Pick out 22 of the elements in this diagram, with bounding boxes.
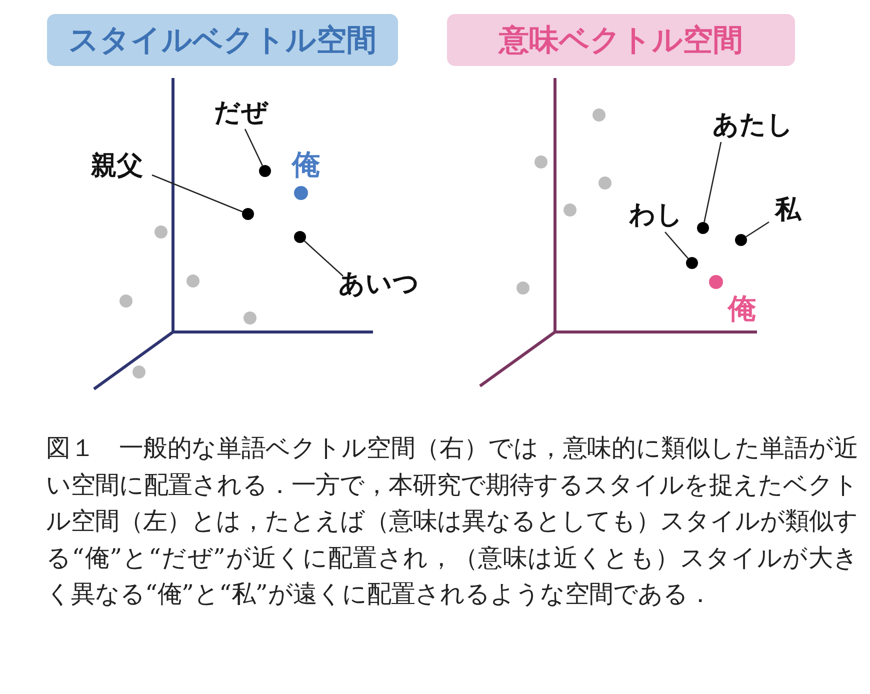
data-point [697, 222, 709, 234]
data-point [259, 165, 271, 177]
data-point [294, 231, 306, 243]
point-label: 俺 [292, 147, 320, 183]
word-label: あたし [706, 106, 800, 142]
leader-line [244, 128, 263, 166]
data-point [242, 208, 254, 220]
leader-line [704, 142, 722, 222]
point-label: 俺 [728, 291, 756, 327]
leader-line [152, 174, 243, 212]
title-banner: スタイルベクトル空間 [47, 14, 398, 66]
word-label: 親父 [82, 148, 152, 182]
data-point [735, 234, 747, 246]
word-label: わし [624, 197, 688, 232]
leader-line [304, 240, 344, 276]
leader-line [664, 232, 689, 259]
title-banner: 意味ベクトル空間 [447, 14, 795, 66]
caption: 図１ 一般的な単語ベクトル空間（右）では，意味的に類似した単語が近い空間に配置される．一方で，本研究で期待するスタイルを捉えたベクトル空間（左）とは，たとえば（意味は異なるとしても）スタイルが類似する“俺”と“だぜ”が近くに配置され，（意味は近くとも）スタイルが大きく異なる“俺”と“私”が遠くに配置されるような空間である． [46, 432, 858, 610]
word-label: だぜ [210, 95, 272, 129]
word-label: 私 [769, 192, 807, 226]
data-point [686, 257, 698, 269]
leader-line [746, 221, 770, 238]
